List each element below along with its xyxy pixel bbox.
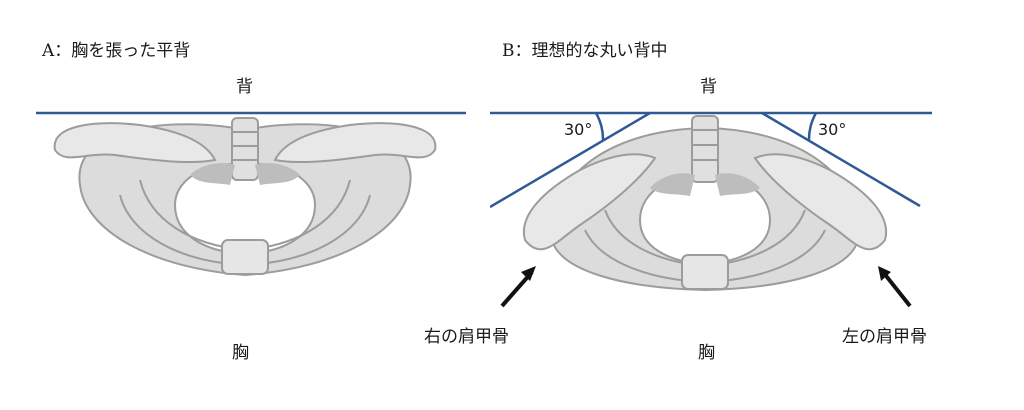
panel-b-title: B：理想的な丸い背中 [502,41,668,61]
panel-a-chest-label: 胸 [232,343,249,363]
scapula-arrows [500,266,912,308]
panel-a-illustration [36,111,466,277]
panel-a-back-label: 背 [236,77,253,97]
right-scapula-label: 右の肩甲骨 [424,327,509,347]
rib-cage-illustration [53,117,437,277]
panel-b-chest-label: 胸 [698,343,715,363]
panel-a-title: A：胸を張った平背 [42,41,191,61]
panel-b-back-label: 背 [700,77,717,97]
angle-left-label: 30° [564,120,593,139]
panel-round-back: B：理想的な丸い背中 背 胸 30° 30° 右の肩甲骨 左の肩甲骨 [424,0,1024,410]
panel-b-reference-lines [490,111,932,209]
angle-right-label: 30° [818,120,847,139]
panel-b-illustration [490,111,932,308]
rib-cage-illustration [522,115,888,292]
panel-flat-back: A：胸を張った平背 背 胸 [0,0,490,410]
left-scapula-label: 左の肩甲骨 [842,327,927,347]
